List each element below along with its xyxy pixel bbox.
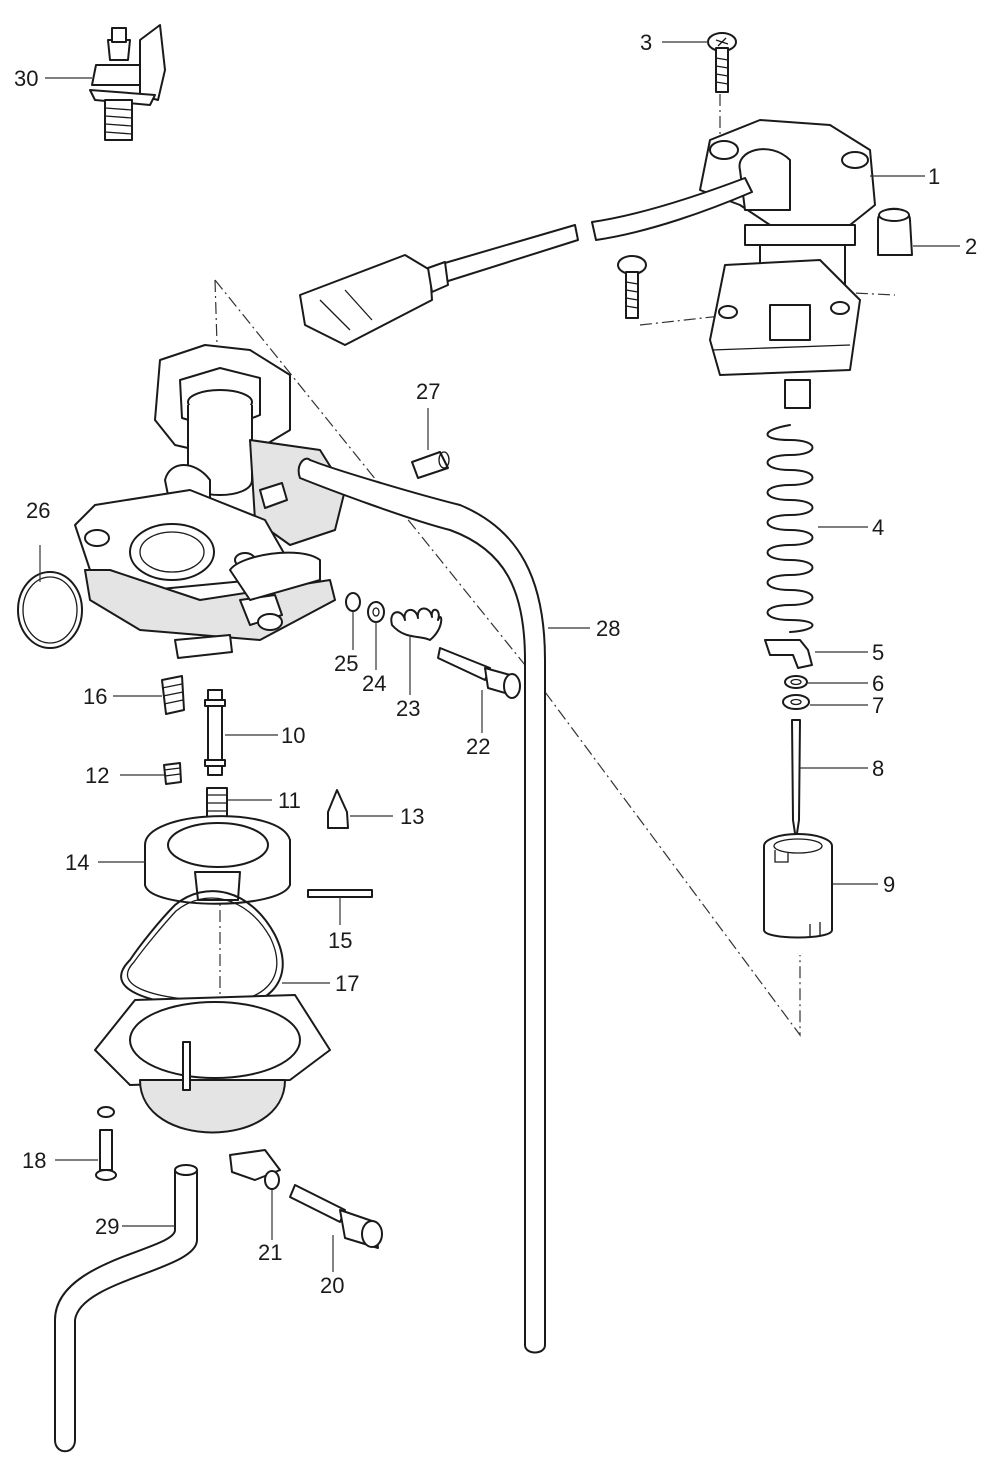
callout-9: 9: [883, 872, 895, 897]
part-1-choke-actuator: [699, 119, 876, 409]
callout-26: 26: [26, 498, 50, 523]
part-6-washer: [784, 675, 808, 689]
part-27-plug: [411, 451, 450, 479]
part-12-jet: [163, 762, 182, 785]
callout-18: 18: [22, 1148, 46, 1173]
part-3-screw: [707, 32, 737, 93]
callout-4: 4: [872, 515, 884, 540]
callout-13: 13: [400, 804, 424, 829]
callout-30: 30: [14, 66, 38, 91]
callout-29: 29: [95, 1214, 119, 1239]
part-18-screw: [95, 1106, 117, 1181]
part-9-throttle-valve: [763, 833, 833, 939]
callout-6: 6: [872, 671, 884, 696]
part-16-jet: [161, 675, 185, 715]
callout-5: 5: [872, 640, 884, 665]
carburetor-body: [74, 344, 346, 659]
part-26-o-ring: [17, 571, 83, 649]
part-23-spring: [390, 607, 443, 641]
callout-11: 11: [278, 788, 301, 813]
callout-8: 8: [872, 756, 884, 781]
callout-7: 7: [872, 693, 884, 718]
callout-27: 27: [416, 379, 440, 404]
callout-21: 21: [258, 1240, 282, 1265]
part-2-cap: [877, 207, 913, 256]
part-5-clip: [764, 639, 813, 669]
callout-14: 14: [65, 850, 89, 875]
callout-10: 10: [281, 723, 305, 748]
callout-labels: 1 2 3 4 5 6 7 8 9 10 11 12 13 14 15 16 1…: [14, 30, 977, 1298]
part-28-tube: [297, 457, 546, 1354]
callout-15: 15: [328, 928, 352, 953]
callout-2: 2: [965, 234, 977, 259]
part-30-sensor-fitting: [89, 24, 166, 141]
part-10-emulsion-tube: [204, 689, 226, 776]
callout-24: 24: [362, 671, 386, 696]
wire-harness: [299, 177, 753, 346]
actuator-mount-screw: [617, 255, 647, 319]
leader-lines: [39, 41, 960, 1272]
callout-28: 28: [596, 616, 620, 641]
callout-3: 3: [640, 30, 652, 55]
part-13-float-needle: [327, 789, 349, 829]
callout-25: 25: [334, 651, 358, 676]
float-bowl: [94, 994, 331, 1181]
callout-23: 23: [396, 696, 420, 721]
part-17-gasket: [120, 890, 284, 1010]
callout-20: 20: [320, 1273, 344, 1298]
callout-12: 12: [85, 763, 109, 788]
part-22-pilot-screw: [437, 647, 521, 699]
part-8-needle: [791, 719, 801, 841]
callout-1: 1: [928, 164, 940, 189]
part-20-drain-screw: [289, 1184, 383, 1249]
part-4-spring: [766, 424, 814, 633]
part-24-washer: [367, 601, 385, 623]
part-21-o-ring: [264, 1170, 280, 1190]
callout-17: 17: [335, 971, 359, 996]
part-15-pin: [307, 889, 373, 898]
callout-16: 16: [83, 684, 107, 709]
callout-22: 22: [466, 734, 490, 759]
part-14-float: [144, 815, 291, 905]
part-7-washer: [782, 694, 810, 710]
part-25-o-ring: [345, 592, 361, 612]
part-29-drain-tube: [54, 1164, 198, 1453]
